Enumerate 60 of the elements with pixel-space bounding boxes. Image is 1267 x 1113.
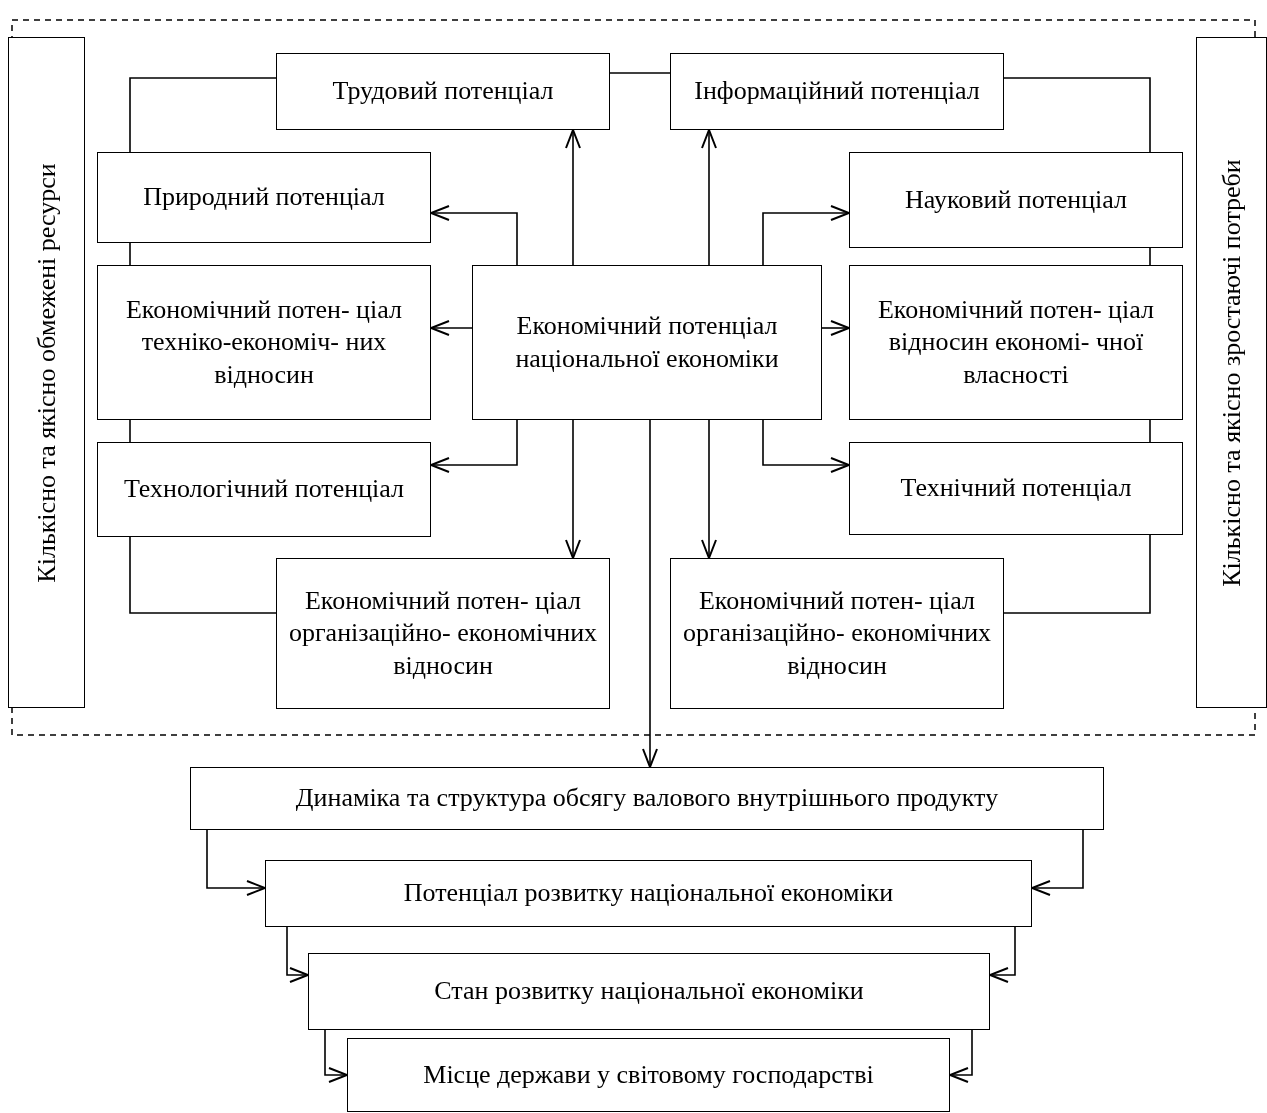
box-label: Економічний потен- ціал організаційно- економічних відносин (681, 584, 993, 682)
box-label: Технічний потенціал (899, 472, 1133, 505)
process-box (265, 860, 1032, 927)
box-label: Економічний потен- ціал відносин економі- чної власності (876, 293, 1155, 391)
process-box (849, 442, 1183, 535)
process-box (670, 558, 1004, 709)
box-label: Кількісно та якісно обмежені ресурси (30, 161, 62, 585)
arrow (286, 926, 309, 983)
arrow (762, 419, 850, 473)
process-box (670, 53, 1004, 130)
connector-line (1149, 419, 1151, 443)
box-label: Місце держави у світовому господарстві (422, 1058, 875, 1091)
connector-line (129, 419, 131, 443)
arrow (989, 926, 1016, 983)
process-box (347, 1038, 950, 1112)
connector-line (609, 72, 671, 74)
box-label: Економічний потенціал національної економіки (514, 310, 780, 375)
connector-line (129, 242, 131, 266)
process-box (849, 152, 1183, 248)
arrow (949, 1029, 973, 1083)
process-box (308, 953, 990, 1030)
box-label: Динаміка та структура обсягу валового внутрішнього продукту (294, 782, 1000, 815)
connector-line (1149, 247, 1151, 266)
arrow (701, 129, 717, 266)
box-label: Економічний потен- ціал техніко-економіч- них відносин (124, 293, 403, 391)
box-label: Технологічний потенціал (122, 473, 406, 506)
process-box (276, 53, 610, 130)
arrow (642, 419, 658, 768)
process-box (190, 767, 1104, 830)
process-box (97, 265, 431, 420)
connector-line (129, 77, 277, 153)
connector-line (1003, 77, 1151, 153)
connector-line (1003, 534, 1151, 614)
box-label: Трудовий потенціал (331, 75, 555, 108)
arrow (565, 419, 581, 559)
connector-line (129, 536, 277, 614)
vertical-side-box (8, 37, 85, 708)
box-label: Природний потенціал (142, 181, 386, 214)
arrow (324, 1029, 348, 1083)
process-box (97, 442, 431, 537)
process-box (849, 265, 1183, 420)
arrow (430, 320, 473, 336)
arrow (701, 419, 717, 559)
box-label: Кількісно та якісно зростаючі потреби (1215, 157, 1247, 589)
arrow (430, 419, 518, 473)
process-box (472, 265, 822, 420)
process-box (276, 558, 610, 709)
arrow (430, 205, 518, 266)
box-label: Інформаційний потенціал (693, 75, 981, 108)
arrow (762, 205, 850, 266)
arrow (565, 129, 581, 266)
box-label: Стан розвитку національної економіки (433, 975, 865, 1008)
process-box (97, 152, 431, 243)
vertical-side-box (1196, 37, 1267, 708)
box-label: Науковий потенціал (903, 183, 1129, 216)
arrow (821, 320, 850, 336)
arrow (1031, 829, 1084, 896)
box-label: Економічний потен- ціал організаційно- економічних відносин (287, 584, 599, 682)
box-label: Потенціал розвитку національної економіки (402, 877, 895, 910)
arrow (206, 829, 266, 896)
